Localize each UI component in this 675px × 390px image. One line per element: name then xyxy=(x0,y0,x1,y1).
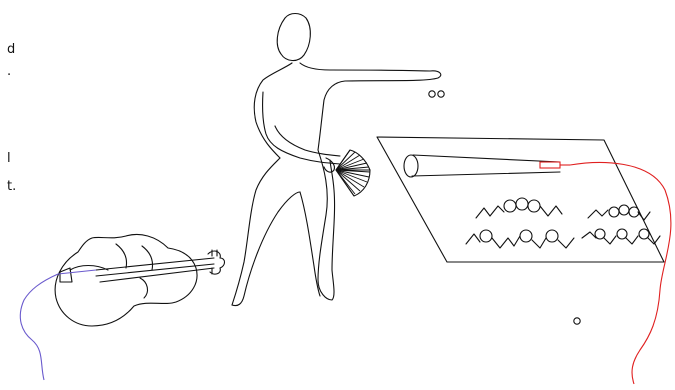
blue-cable xyxy=(19,273,59,381)
cello-icon xyxy=(54,233,226,327)
hand-fan-icon xyxy=(335,149,371,197)
text-fragment: . xyxy=(7,64,12,79)
panel-with-waveforms xyxy=(376,136,665,263)
text-fragment: t. xyxy=(7,179,17,194)
person-figure-icon xyxy=(231,12,442,307)
text-fragment: l xyxy=(7,151,11,166)
red-cable xyxy=(569,161,672,385)
small-circle-icons xyxy=(428,90,581,325)
text-fragment: d xyxy=(7,42,16,57)
